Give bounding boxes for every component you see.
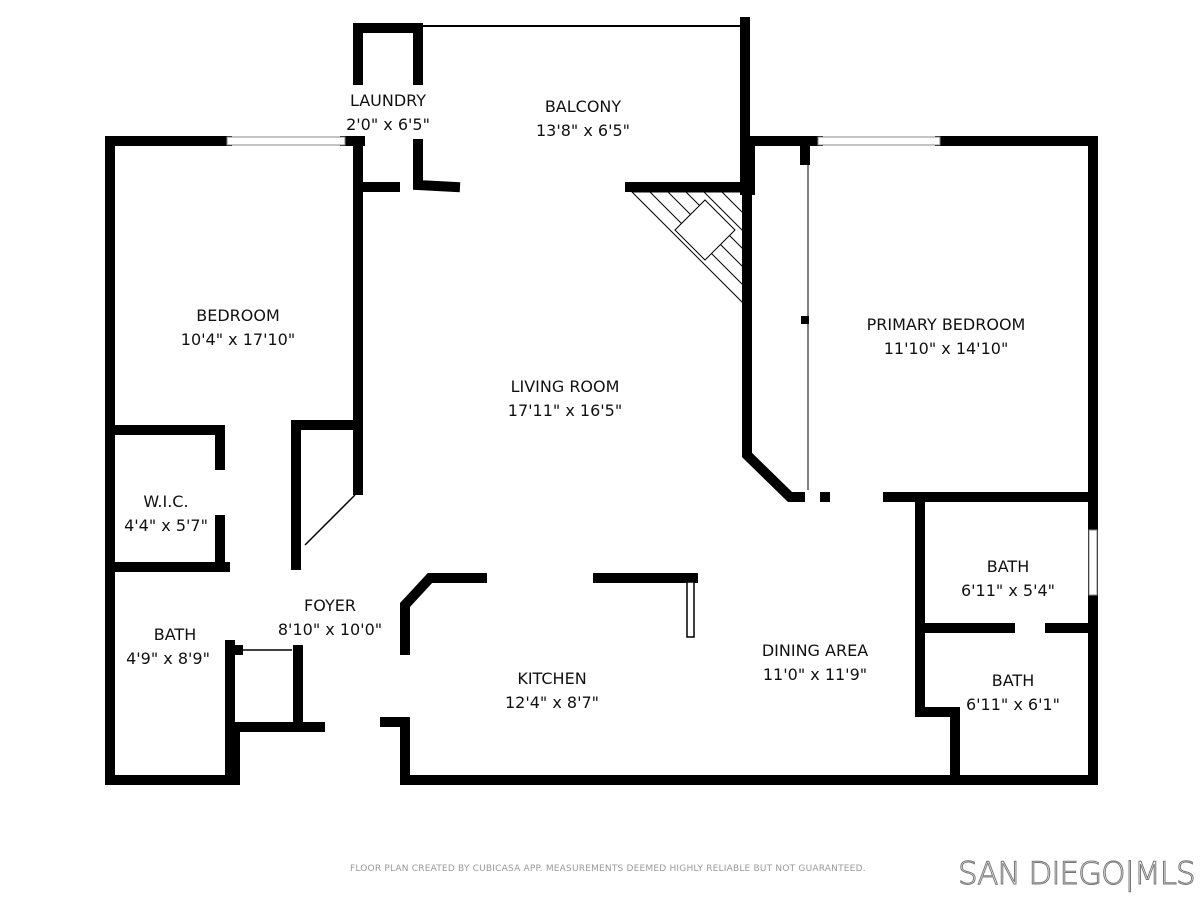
room-size-bedroom: 10'4" x 17'10" [181, 330, 295, 349]
room-name-foyer: FOYER [304, 596, 356, 615]
walls [105, 17, 1098, 785]
room-size-primary-bedroom: 11'10" x 14'10" [884, 339, 1009, 358]
room-labels: LAUNDRY 2'0" x 6'5" BALCONY 13'8" x 6'5"… [124, 91, 1060, 714]
san-diego-mls-logo: SAN DIEGO|MLS [958, 856, 1197, 893]
room-size-balcony: 13'8" x 6'5" [536, 121, 630, 140]
room-name-laundry: LAUNDRY [350, 91, 426, 110]
room-name-bath-2: BATH [987, 557, 1029, 576]
room-name-balcony: BALCONY [545, 97, 622, 116]
disclaimer: FLOOR PLAN CREATED BY CUBICASA APP. MEAS… [350, 864, 866, 874]
room-name-bath-3: BATH [992, 671, 1034, 690]
room-size-laundry: 2'0" x 6'5" [346, 115, 430, 134]
room-size-bath-1: 4'9" x 8'9" [126, 649, 210, 668]
room-size-dining-area: 11'0" x 11'9" [763, 665, 867, 684]
room-name-wic: W.I.C. [143, 492, 188, 511]
room-name-kitchen: KITCHEN [517, 669, 586, 688]
room-size-living-room: 17'11" x 16'5" [508, 401, 622, 420]
room-size-wic: 4'4" x 5'7" [124, 516, 208, 535]
room-name-living-room: LIVING ROOM [511, 377, 620, 396]
room-name-bath-1: BATH [154, 625, 196, 644]
room-name-dining-area: DINING AREA [762, 641, 868, 660]
room-size-foyer: 8'10" x 10'0" [278, 620, 382, 639]
room-name-primary-bedroom: PRIMARY BEDROOM [867, 315, 1026, 334]
room-name-bedroom: BEDROOM [196, 306, 280, 325]
room-size-kitchen: 12'4" x 8'7" [505, 693, 599, 712]
room-size-bath-2: 6'11" x 5'4" [961, 581, 1055, 600]
room-size-bath-3: 6'11" x 6'1" [966, 695, 1060, 714]
